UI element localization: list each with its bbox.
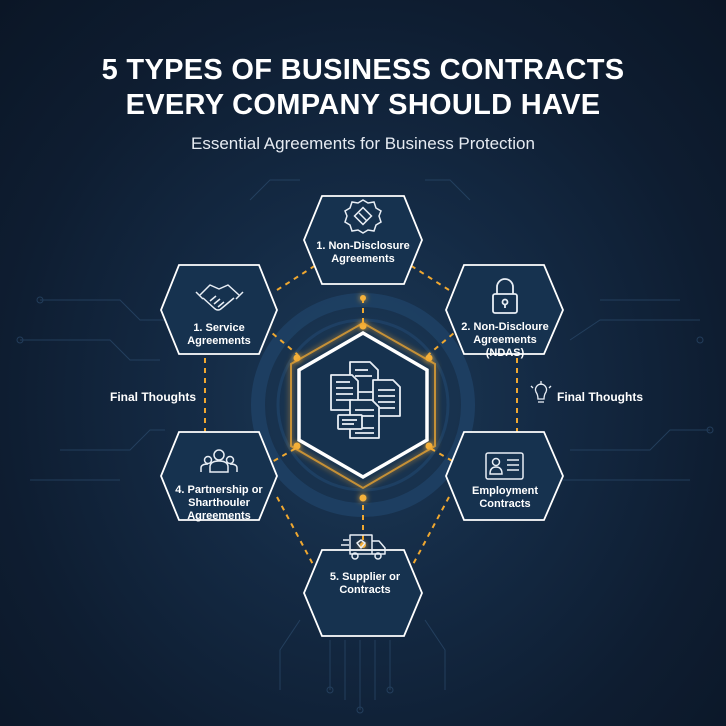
badge-seal-icon xyxy=(344,199,382,234)
node-label-upper-right: 2. Non-Discloure Agreements (NDAS) xyxy=(461,321,549,359)
page-title: 5 TYPES OF BUSINESS CONTRACTS EVERY COMP… xyxy=(0,53,726,123)
node-label-bottom: 5. Supplier or Contracts xyxy=(329,571,401,596)
node-label-top: 1. Non-Disclosure Agreements xyxy=(316,240,410,265)
final-thoughts-left: Final Thoughts xyxy=(110,390,196,404)
hexagon-top[interactable] xyxy=(303,195,423,285)
documents-stack-icon xyxy=(330,361,401,439)
title-line-2: EVERY COMPANY SHOULD HAVE xyxy=(125,89,601,121)
hexagon-lower-left[interactable] xyxy=(160,431,278,521)
subtitle: Essential Agreements for Business Protec… xyxy=(191,134,535,153)
title-line-1: 5 TYPES OF BUSINESS CONTRACTS xyxy=(101,54,625,86)
hexagon-upper-right[interactable] xyxy=(445,264,564,355)
lightbulb-icon xyxy=(530,381,552,403)
final-thoughts-right: Final Thoughts xyxy=(557,390,643,404)
people-group-icon xyxy=(200,449,238,473)
circuit-background xyxy=(16,179,714,714)
hexagon-upper-left[interactable] xyxy=(160,264,278,355)
node-label-lower-left: 4. Partnership or Sharthouler Agreements xyxy=(175,484,263,522)
delivery-truck-icon xyxy=(341,534,386,560)
connectors xyxy=(204,264,518,571)
id-card-icon xyxy=(485,452,524,480)
padlock-icon xyxy=(492,278,518,314)
hexagon-lower-right[interactable] xyxy=(445,431,564,521)
hexagon-bottom[interactable] xyxy=(303,534,423,637)
handshake-icon xyxy=(195,284,244,311)
center-hexagon[interactable] xyxy=(290,321,436,490)
node-label-lower-right: Employment Contracts xyxy=(471,485,538,510)
node-label-upper-left: 1. Service Agreements xyxy=(187,322,251,347)
